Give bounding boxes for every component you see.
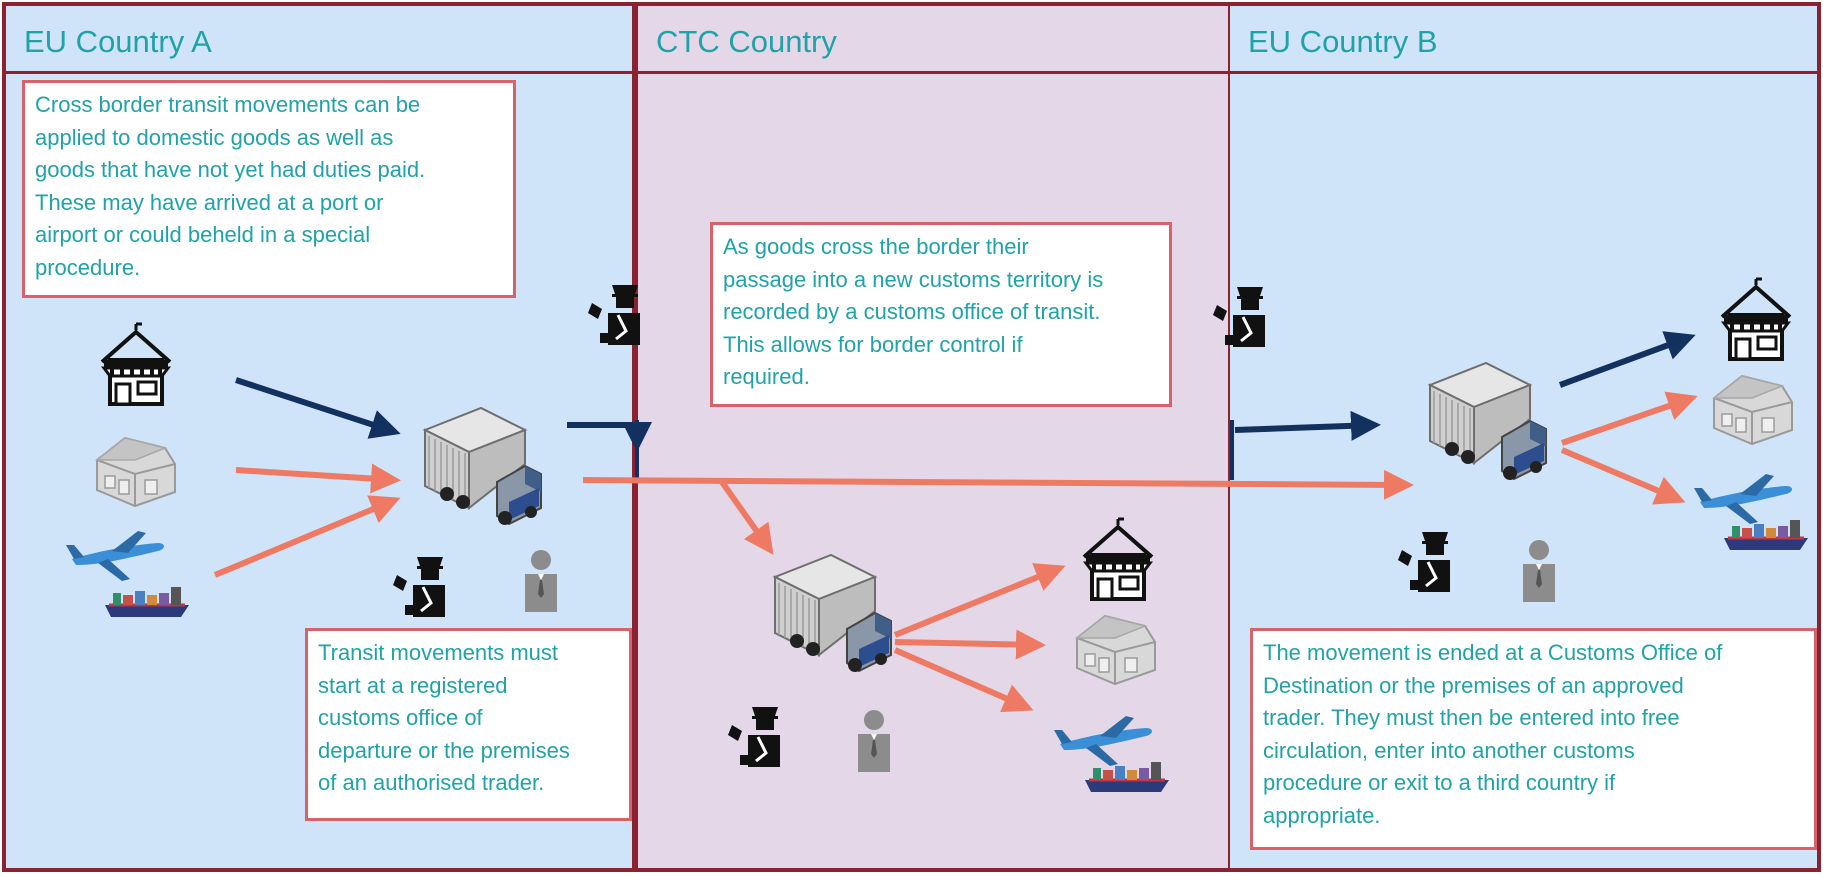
region-a-title: EU Country A [24, 24, 212, 59]
region-a-header: EU Country A [6, 6, 632, 74]
arrow-ctc-truck-to-shop [893, 563, 1066, 638]
note-office-of-transit: As goods cross the border their passage … [710, 222, 1172, 407]
note-office-of-departure: Transit movements must start at a regist… [305, 628, 632, 821]
shop-icon [100, 322, 172, 406]
arrow-to-ctc-truck [719, 480, 774, 555]
warehouse-icon [1076, 615, 1156, 685]
customs-officer-icon [586, 283, 642, 347]
arrow-plane-to-truck-a [213, 495, 401, 578]
arrow-shop-to-truck-a [235, 377, 401, 439]
arrow-ctc-truck-to-warehouse [894, 629, 1046, 660]
warehouse-icon [1713, 375, 1793, 445]
region-ctc-country: CTC Country [634, 2, 1232, 872]
truck-icon [424, 407, 542, 526]
customs-officer-icon [726, 705, 782, 769]
airplane-icon [1054, 716, 1152, 766]
arrow-truck-b-to-warehouse [1561, 391, 1698, 446]
truck-icon [1429, 362, 1547, 481]
note-office-of-destination: The movement is ended at a Customs Offic… [1250, 628, 1817, 850]
arrow-truck-a-to-truck-b [582, 469, 1414, 500]
cargo-ship-icon [103, 585, 191, 619]
region-b-title: EU Country B [1248, 24, 1438, 59]
airplane-icon [1694, 474, 1792, 524]
cargo-ship-icon [1083, 760, 1171, 794]
truck-icon [774, 554, 892, 673]
cargo-ship-icon [1722, 518, 1810, 552]
trader-icon [858, 710, 890, 772]
note-cross-border-transit: Cross border transit movements can be ap… [22, 80, 516, 298]
customs-officer-icon [391, 555, 447, 619]
arrow-truck-b-to-shop [1558, 331, 1696, 388]
shop-icon [1720, 277, 1792, 361]
region-ctc-title: CTC Country [656, 24, 837, 59]
shop-icon [1082, 517, 1154, 601]
customs-officer-icon [1211, 285, 1267, 349]
arrow-border-to-truck-b [1234, 410, 1381, 441]
arrow-ctc-truck-to-plane [893, 647, 1034, 713]
trader-icon [1523, 540, 1555, 602]
region-ctc-header: CTC Country [638, 6, 1228, 74]
region-b-header: EU Country B [1230, 6, 1817, 74]
customs-officer-icon [1396, 530, 1452, 594]
arrow-truck-a-to-border [567, 422, 652, 452]
airplane-icon [66, 531, 164, 581]
arrow-truck-b-to-plane [1560, 447, 1686, 505]
warehouse-icon [96, 437, 176, 507]
trader-icon [525, 550, 557, 612]
arrow-warehouse-to-truck-a [235, 463, 401, 494]
